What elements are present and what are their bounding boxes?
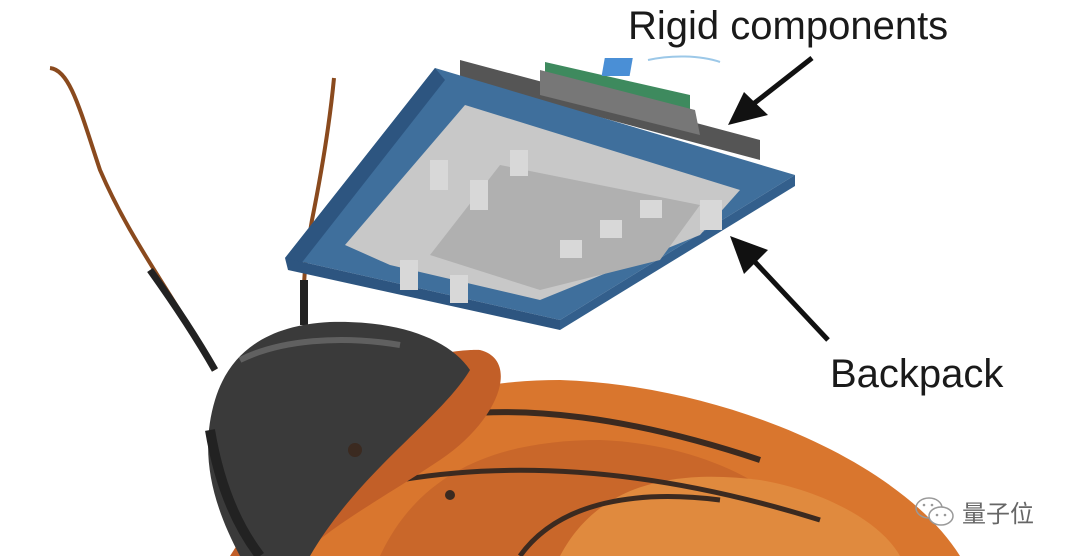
backpack-label: Backpack bbox=[830, 352, 1004, 396]
cockroach-body bbox=[205, 321, 960, 556]
backpack-arrow bbox=[730, 236, 830, 342]
watermark: 量子位 bbox=[914, 494, 1034, 529]
backpack-device bbox=[285, 55, 795, 330]
watermark-text: 量子位 bbox=[962, 501, 1034, 528]
wechat-icon bbox=[915, 496, 954, 526]
rigid-components-arrow bbox=[728, 56, 814, 125]
rigid-components-label: Rigid components bbox=[628, 4, 949, 48]
